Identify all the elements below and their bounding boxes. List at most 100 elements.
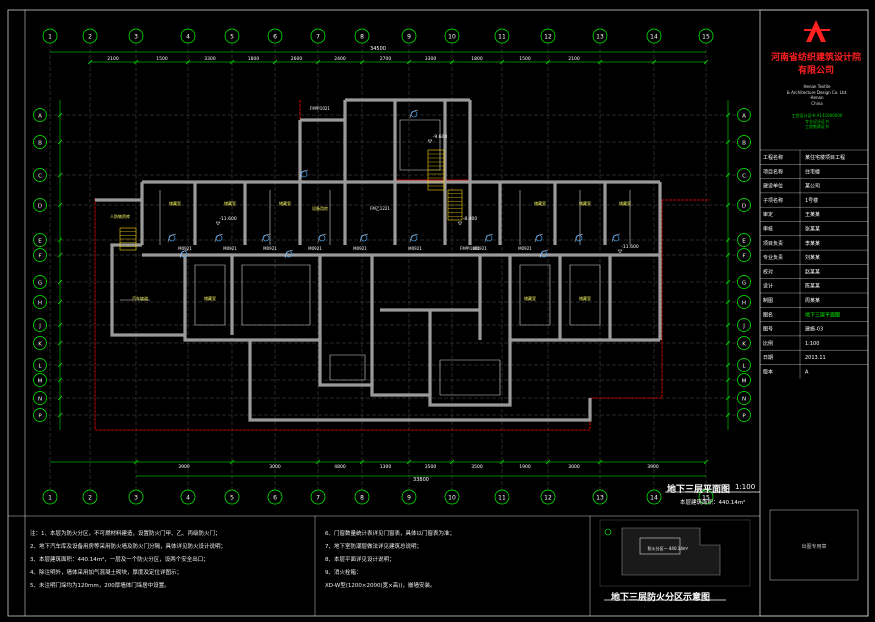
axis-bubble [180, 28, 196, 44]
door-label: M0921 [518, 246, 532, 251]
stair-red-outline [394, 100, 471, 181]
axis-bubble [267, 28, 283, 44]
dim-text: 1500 [156, 56, 168, 62]
key-plan-title: 地下三层防火分区示意图 [611, 593, 711, 603]
door-label: FM乙1221 [370, 205, 390, 211]
axis-bubble [224, 489, 240, 505]
axis-label: 12 [544, 495, 552, 502]
door-swing [574, 233, 584, 243]
title-block-value: 李某某 [805, 240, 820, 247]
level-mark-symbol [617, 249, 623, 254]
partition [194, 264, 226, 326]
door-swing [409, 233, 419, 243]
title-block-label: 专业负责 [763, 254, 783, 261]
axis-bubble [737, 358, 751, 372]
company-name: 河南省纺织建筑设计院 有限公司 [768, 52, 864, 78]
level-mark-symbol [215, 221, 221, 226]
dim-tick [57, 362, 63, 368]
title-block-value: 王某某 [805, 212, 820, 218]
title-block-value: 陈某某 [805, 283, 820, 290]
axis-label: 8 [360, 495, 364, 502]
key-plan-frame [599, 519, 751, 587]
axis-label: H [38, 300, 42, 306]
notes-right: 6、门窗数量统计表详见门窗表，具体以门窗表为准； 7、地下室防潮层做法详见建筑总… [325, 528, 455, 593]
axis-label: 14 [650, 495, 658, 502]
door-swing [317, 233, 327, 243]
key-plan-label: 防火分区一 440.14m² [648, 545, 689, 551]
dim-text: 3500 [471, 464, 483, 470]
dim-tick [57, 172, 63, 178]
note-line: XD-W型(1200×2000(宽×高))，嵌墙安装。 [325, 583, 436, 589]
room-label: 储藏室 [534, 200, 546, 206]
level-mark-symbol [457, 221, 463, 226]
axis-bubble [737, 373, 751, 387]
level-mark: -8.400 [463, 216, 478, 222]
axis-bubble [33, 358, 47, 372]
axis-label: 1 [48, 495, 52, 502]
note-line: 7、地下室防潮层做法详见建筑总说明； [325, 544, 423, 550]
axis-label: 5 [230, 495, 234, 502]
axis-bubble [180, 489, 196, 505]
certificate-line: 工程勘察证书 [805, 124, 829, 130]
title-block-label: 工程名称 [763, 154, 783, 161]
axis-label: 8 [360, 34, 364, 41]
note-line: 6、门窗数量统计表详见门窗表，具体以门窗表为准； [325, 531, 456, 537]
room-label: 汽车坡道 [132, 295, 148, 301]
axis-label: M [38, 378, 43, 384]
axis-label: L [742, 363, 746, 369]
axis-label: G [38, 280, 42, 286]
axis-label: J [742, 323, 745, 329]
dim-tick [185, 59, 191, 65]
axis-label: 3 [134, 34, 138, 41]
key-plan-zone [639, 537, 681, 555]
dim-text: 3300 [425, 56, 437, 62]
dim-text: 1300 [380, 464, 392, 470]
level-mark: -11.600 [219, 216, 237, 222]
axis-bubble [698, 28, 714, 44]
axis-bubble [737, 336, 751, 350]
room-label: 储藏室 [524, 295, 536, 301]
axis-bubble [33, 391, 47, 405]
dim-tick [57, 412, 63, 418]
axis-label: 13 [596, 34, 604, 41]
axis-bubble [33, 275, 47, 289]
door-marker [410, 234, 418, 242]
door-swing [261, 233, 271, 243]
dim-tick [703, 59, 709, 65]
dim-tick [725, 279, 731, 285]
axis-bubble [737, 295, 751, 309]
axis-bubble [494, 28, 510, 44]
axis-bubble [33, 108, 47, 122]
wall [110, 243, 660, 407]
axis-bubble [128, 28, 144, 44]
title-block-label: 审核 [763, 226, 773, 233]
door-marker [262, 234, 270, 242]
note-line: 8、本层平面详见设计说明； [325, 557, 395, 563]
dim-tick [725, 299, 731, 305]
door-swing [284, 249, 294, 259]
axis-bubble [540, 28, 556, 44]
axis-bubble [494, 489, 510, 505]
dim-tick [315, 59, 321, 65]
dim-text: 1800 [471, 56, 483, 62]
dim-tick [651, 59, 657, 65]
dim-tick [597, 59, 603, 65]
axis-label: 2 [88, 495, 92, 502]
axis-label: N [742, 396, 746, 402]
title-block-value: 某公司 [805, 184, 820, 190]
door-label: FM甲1021 [310, 106, 330, 111]
door-label: M0921 [408, 246, 422, 251]
dim-tick [57, 237, 63, 243]
axis-label: K [38, 341, 42, 347]
axis-bubble [354, 28, 370, 44]
axis-bubble [354, 489, 370, 505]
dim-text-total: 34500 [370, 46, 386, 52]
title-block-label: 比例 [763, 340, 773, 347]
axis-bubble [224, 28, 240, 44]
room-label: 储藏室 [169, 200, 181, 206]
company-en-line: Henan Textile [803, 84, 831, 89]
dim-text: 2600 [291, 56, 303, 62]
door-swing [534, 233, 544, 243]
axis-label: 5 [230, 34, 234, 41]
